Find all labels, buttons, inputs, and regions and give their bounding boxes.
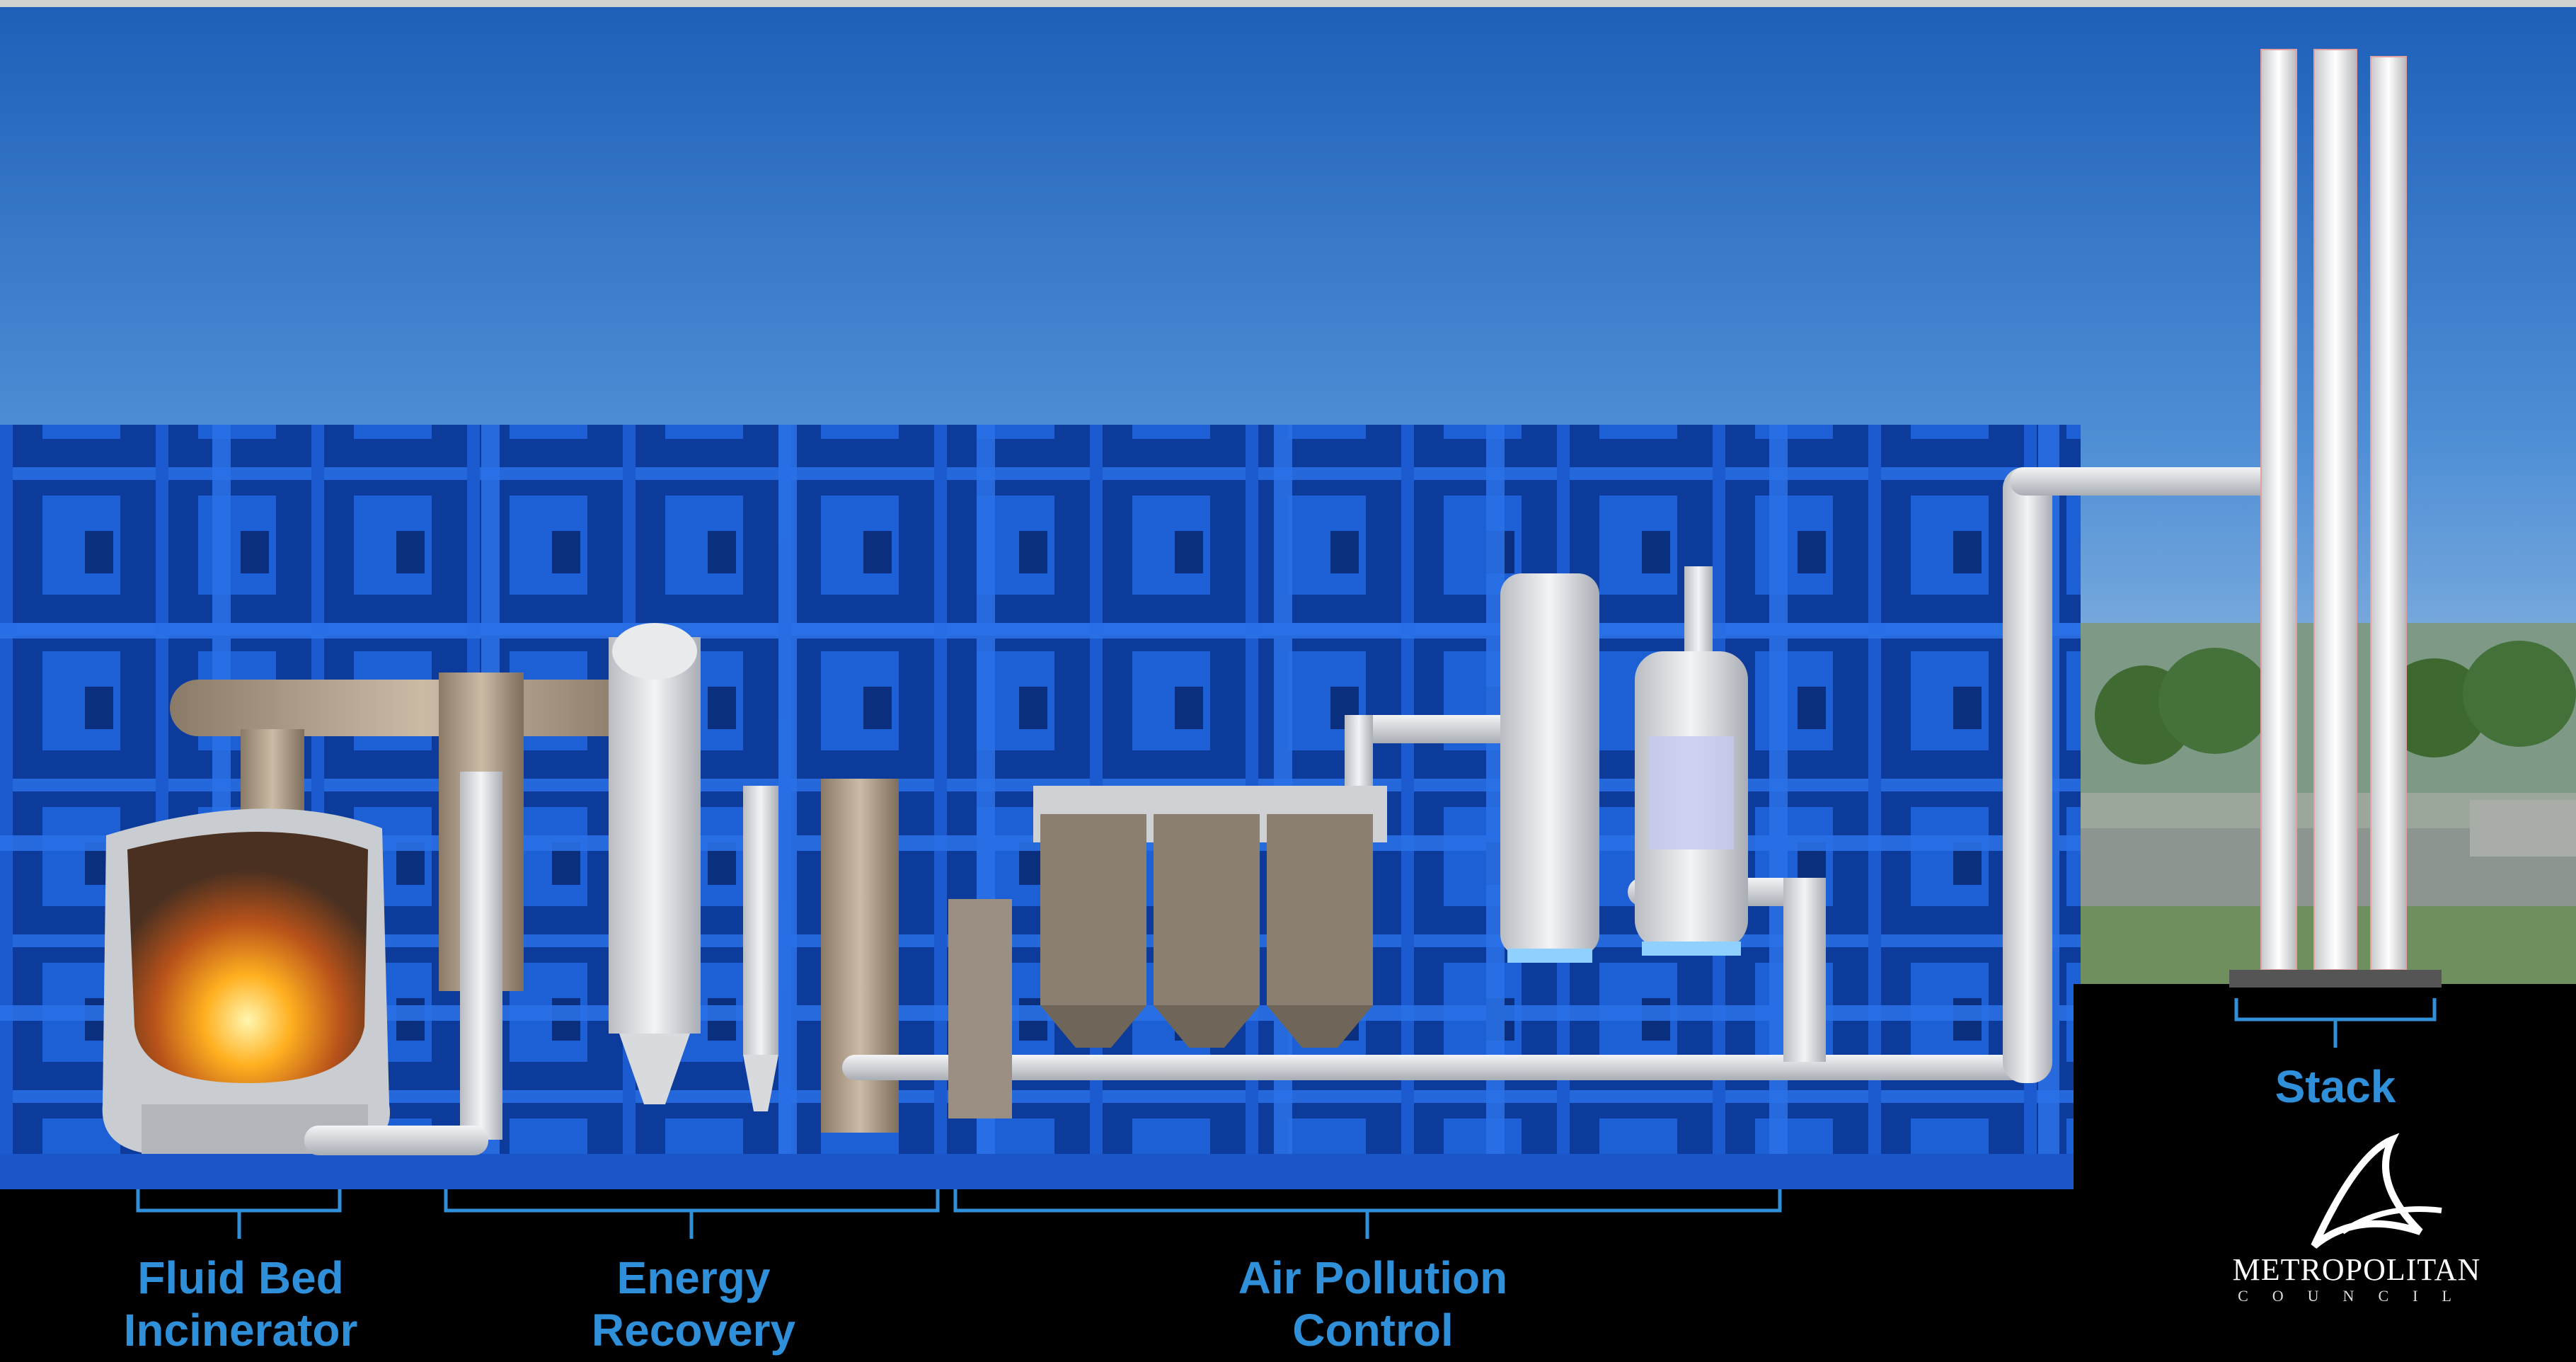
label-line: Air Pollution bbox=[1238, 1252, 1508, 1303]
label-fluid-bed-incinerator: Fluid Bed Incinerator bbox=[99, 1252, 382, 1356]
logo-name: METROPOLITAN bbox=[2232, 1252, 2481, 1287]
logo-icon bbox=[2311, 1133, 2442, 1249]
label-line: Control bbox=[1292, 1305, 1454, 1356]
label-stack: Stack bbox=[2275, 1061, 2396, 1112]
logo-subtitle: COUNCIL bbox=[2238, 1287, 2476, 1305]
label-energy-recovery: Energy Recovery bbox=[552, 1252, 835, 1356]
label-line: Energy bbox=[616, 1252, 771, 1303]
stacks bbox=[2229, 49, 2442, 988]
label-air-pollution-control: Air Pollution Control bbox=[1161, 1252, 1585, 1356]
ductwork bbox=[304, 467, 2279, 1155]
air-pollution-control bbox=[948, 573, 1748, 1118]
label-line: Recovery bbox=[591, 1305, 796, 1356]
fluid-bed-incinerator bbox=[102, 680, 672, 1154]
metropolitan-council-logo: METROPOLITAN COUNCIL bbox=[2208, 1126, 2505, 1310]
label-line: Incinerator bbox=[123, 1305, 358, 1356]
group-brackets bbox=[136, 998, 2437, 1239]
label-line: Fluid Bed bbox=[137, 1252, 344, 1303]
